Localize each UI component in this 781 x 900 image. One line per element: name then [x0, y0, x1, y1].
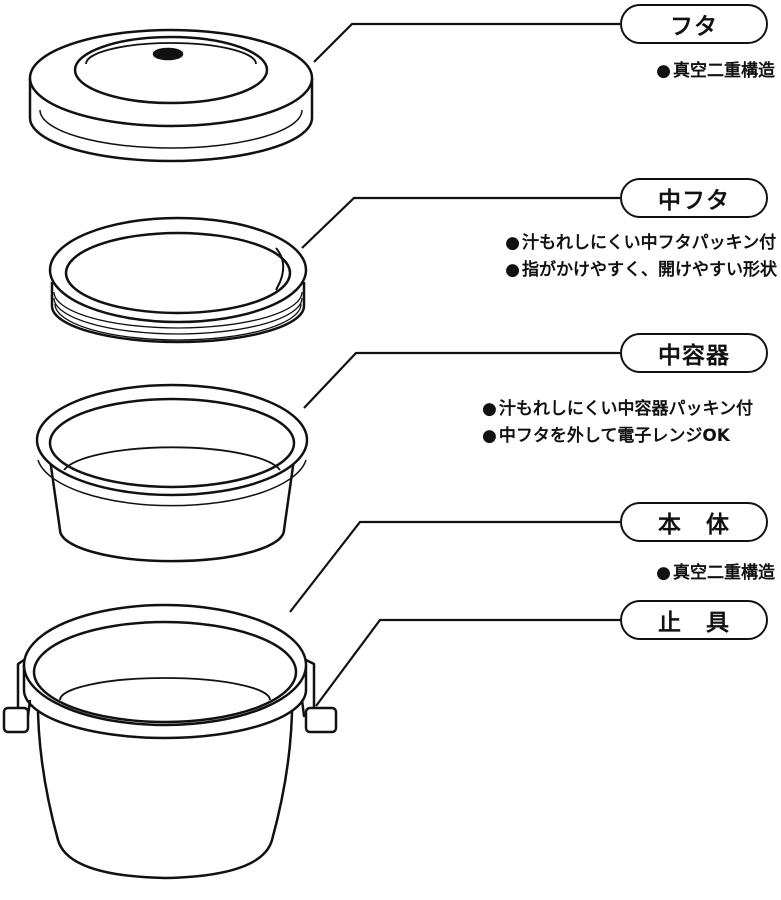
leader-line-inner-container — [303, 351, 620, 409]
inner-lid-label: 中フタ — [620, 178, 768, 218]
body-note: 真空二重構造 — [656, 560, 775, 587]
inner-container-note: 汁もれしにくい中容器パッキン付 — [482, 396, 753, 423]
leader-lines — [289, 22, 620, 707]
clasp-illustration — [2, 658, 338, 734]
lid-illustration — [28, 28, 314, 163]
leader-line-body — [289, 520, 620, 613]
inner-container-notes: 汁もれしにくい中容器パッキン付 中フタを外して電子レンジOK — [482, 396, 753, 450]
body-illustration — [22, 603, 308, 880]
leader-line-clasp — [315, 618, 620, 707]
inner-lid-illustration — [48, 216, 308, 344]
clasp-label: 止 具 — [620, 600, 768, 640]
body-label: 本 体 — [620, 502, 768, 542]
lid-notes: 真空二重構造 — [656, 58, 775, 85]
inner-container-illustration — [35, 383, 309, 563]
lid-label: フタ — [620, 4, 768, 44]
inner-lid-notes: 汁もれしにくい中フタパッキン付 指がかけやすく、開けやすい形状 — [505, 230, 777, 284]
body-notes: 真空二重構造 — [656, 560, 775, 587]
leader-line-inner-lid — [301, 196, 620, 249]
leader-line-lid — [313, 22, 620, 63]
inner-lid-note: 汁もれしにくい中フタパッキン付 — [505, 230, 777, 257]
inner-container-label: 中容器 — [620, 333, 768, 373]
inner-lid-note: 指がかけやすく、開けやすい形状 — [505, 257, 777, 284]
lid-note: 真空二重構造 — [656, 58, 775, 85]
inner-container-note: 中フタを外して電子レンジOK — [482, 423, 753, 450]
